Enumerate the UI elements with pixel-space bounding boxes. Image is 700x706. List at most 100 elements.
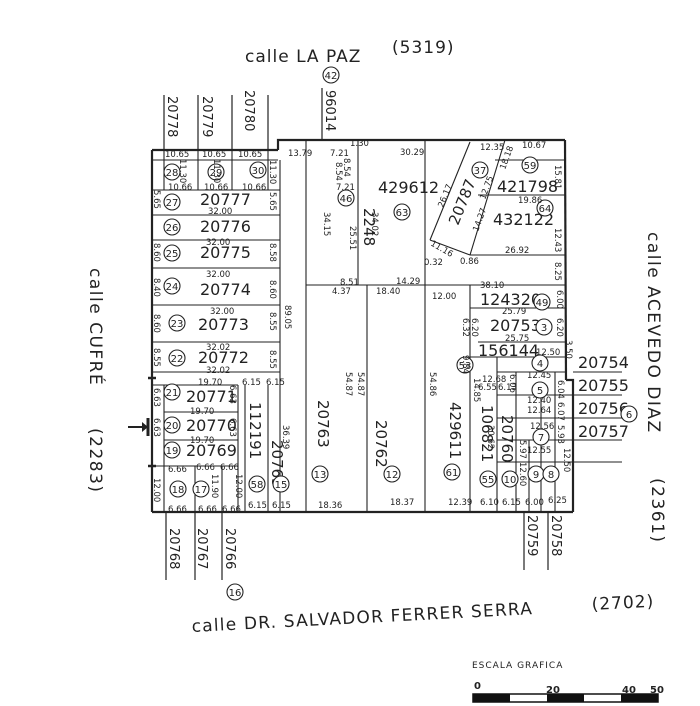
measure: 6.63 <box>151 388 161 407</box>
parcel-number-9: 9 <box>527 465 545 483</box>
measure: 6.15 <box>266 378 285 388</box>
measure: 8.40 <box>151 278 161 297</box>
measure: 6.66 <box>198 505 217 515</box>
measure: 5.65 <box>151 190 161 209</box>
lot-20776: 20776 <box>200 217 251 236</box>
street-east-name: calle ACEVEDO DIAZ <box>643 232 663 434</box>
measure: 6.13 <box>498 383 517 393</box>
street-lot-20778: 20778 <box>164 96 179 137</box>
scale-tick: 0 <box>474 681 481 692</box>
parcel-number-label: 10 <box>504 475 517 486</box>
measure: 6.20 <box>554 318 564 337</box>
measure: 5.93 <box>555 425 565 444</box>
lot-20760: 20760 <box>498 415 516 463</box>
parcel-number-label: 9 <box>533 470 539 481</box>
measure: 8.55 <box>267 312 277 331</box>
measure: 6.20 <box>469 318 479 337</box>
measure: 19.70 <box>198 378 222 388</box>
measure: 10.66 <box>242 183 266 193</box>
parcel-number-label: 58 <box>251 480 264 491</box>
measure: 6.00 <box>554 290 564 309</box>
measure: 6.04 <box>555 380 565 399</box>
measure: 32.02 <box>206 343 230 353</box>
scale-tick: 40 <box>622 685 636 696</box>
street-lot-20759: 20759 <box>524 515 539 556</box>
parcel-number-label: 12 <box>386 470 399 481</box>
measure: 9.84 <box>460 355 470 374</box>
lot-421798: 421798 <box>497 177 558 196</box>
parcel-number-label: 4 <box>537 359 543 370</box>
measure: 18.40 <box>376 287 400 297</box>
measure: 11.30 <box>177 159 187 183</box>
street-north-code: (5319) <box>392 38 455 58</box>
parcel-number-label: 13 <box>314 470 327 481</box>
measure: 10.65 <box>165 150 189 160</box>
parcel-number-label: 17 <box>195 485 208 496</box>
lot-2248: 2248 <box>360 208 378 246</box>
measure: 10.66 <box>204 183 228 193</box>
measure: 12.50 <box>536 348 560 358</box>
street-lot-20780: 20780 <box>241 90 256 131</box>
measure: 18.37 <box>390 498 414 508</box>
parcel-number-23: 23 <box>168 314 186 332</box>
parcel-number-label: 22 <box>171 354 184 365</box>
measure: 8.55 <box>267 350 277 369</box>
measure: 10.67 <box>522 141 546 151</box>
measure: 0.32 <box>424 258 443 268</box>
parcel-number-24: 24 <box>163 277 181 295</box>
lot-20772: 20772 <box>198 348 249 367</box>
measure: 6.63 <box>227 385 237 404</box>
measure: 8.60 <box>267 280 277 299</box>
parcel-number-61: 61 <box>443 463 461 481</box>
measure: 6.15 <box>242 378 261 388</box>
measure: 11.30 <box>267 160 277 184</box>
measure: 8.60 <box>151 243 161 262</box>
lot-20755: 20755 <box>578 376 629 395</box>
measure: 8.55 <box>151 348 161 367</box>
measure: 32.00 <box>210 307 234 317</box>
parcel-number-28: 28 <box>163 163 181 181</box>
lot-429612: 429612 <box>378 178 439 197</box>
street-west-code: (2283) <box>85 428 105 494</box>
parcel-number-13: 13 <box>311 465 329 483</box>
parcel-number-29: 29 <box>207 163 225 181</box>
lot-106821: 106821 <box>478 405 496 462</box>
measure: 6.15 <box>272 501 291 511</box>
measure: 13.79 <box>288 149 312 159</box>
parcel-number-label: 15 <box>275 480 288 491</box>
measure: 26.92 <box>505 246 529 256</box>
parcel-number-37: 37 <box>471 161 489 179</box>
parcel-number-64: 64 <box>536 199 554 217</box>
measure: 6.66 <box>196 463 215 473</box>
parcel-number-6: 6 <box>620 405 638 423</box>
measure: 30.62 <box>485 425 495 449</box>
parcel-number-21: 21 <box>163 383 181 401</box>
parcel-number-58: 58 <box>248 475 266 493</box>
parcel-number-label: 26 <box>166 223 179 234</box>
street-lot-20767: 20767 <box>194 528 209 569</box>
parcel-number-label: 16 <box>229 588 242 599</box>
parcel-number-label: 53 <box>459 361 472 372</box>
lot-20762: 20762 <box>372 420 390 468</box>
lot-lines <box>152 139 622 512</box>
measure: 25.51 <box>347 226 357 250</box>
lot-20775: 20775 <box>200 243 251 262</box>
measure: 12.45 <box>527 371 551 381</box>
parcel-number-53: 53 <box>456 356 474 374</box>
measure: 10.66 <box>168 183 192 193</box>
measure: 14.85 <box>471 378 481 402</box>
scale-tick: 50 <box>650 685 664 696</box>
street-south-code: (2702) <box>591 592 654 615</box>
measure: 54.86 <box>427 372 437 396</box>
parcel-number-7: 7 <box>532 428 550 446</box>
parcel-number-17: 17 <box>192 480 210 498</box>
street-north-name: calle LA PAZ <box>245 47 361 67</box>
measure: 12.50 <box>561 448 571 472</box>
parcel-number-label: 30 <box>252 166 265 177</box>
street-south-name: calle DR. SALVADOR FERRER SERRA <box>191 599 533 637</box>
measure: 18.36 <box>318 501 342 511</box>
measure: 12.39 <box>448 498 472 508</box>
measure: 34.02 <box>369 212 379 236</box>
parcel-number-label: 19 <box>166 446 179 457</box>
